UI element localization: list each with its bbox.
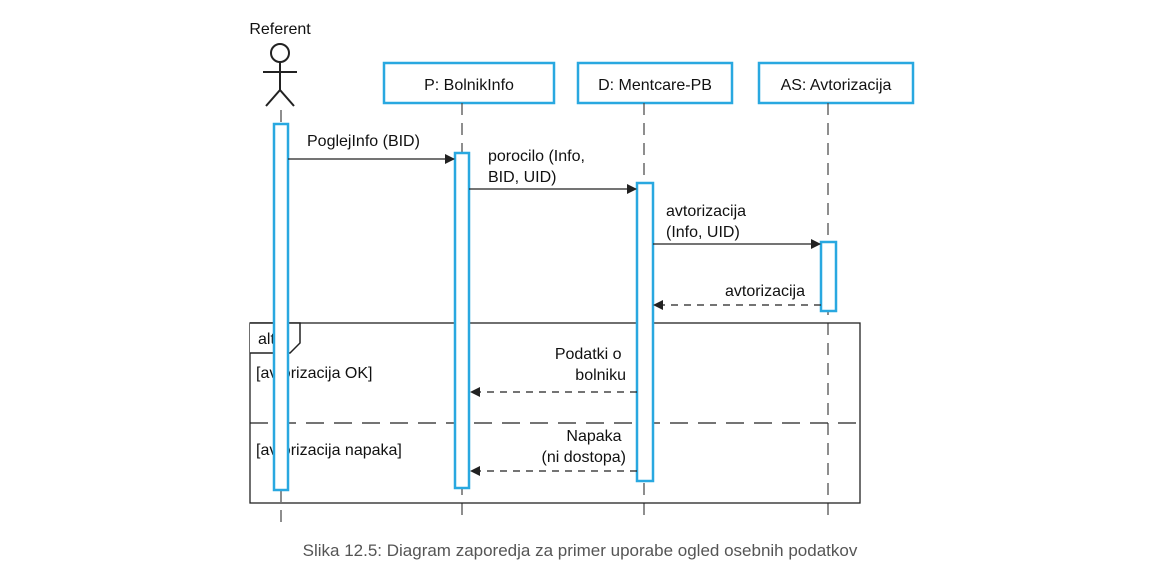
actor: Referent — [249, 21, 311, 107]
stick-figure-icon — [263, 43, 297, 107]
lifeline-header-mentcare: D: Mentcare-PB — [576, 61, 734, 105]
actor-name: Referent — [249, 21, 311, 38]
lifeline-label-mentcare: D: Mentcare-PB — [598, 77, 712, 94]
activation-bolnikinfo — [453, 151, 471, 490]
message-label-poglejinfo: PoglejInfo (BID) — [307, 133, 420, 150]
lifeline-header-avtorizacija: AS: Avtorizacija — [757, 61, 915, 105]
activation-mentcare — [635, 181, 655, 483]
activation-referent — [272, 122, 290, 492]
message-label-avtorizacija-request: avtorizacija (Info, UID) — [666, 203, 750, 241]
alt-guard-error: [avtorizacija napaka] — [256, 442, 402, 459]
lifeline-label-avtorizacija: AS: Avtorizacija — [781, 77, 892, 94]
lifeline-header-bolnikinfo: P: BolnikInfo — [382, 61, 556, 105]
message-label-napaka: Napaka (ni dostopa) — [542, 428, 627, 466]
message-label-podatki: Podatki o bolniku — [555, 346, 626, 384]
lifeline-label-bolnikinfo: P: BolnikInfo — [424, 77, 514, 94]
message-label-avtorizacija-return: avtorizacija — [725, 283, 805, 300]
alt-operator-label: alt — [258, 331, 275, 348]
activation-avtorizacija — [819, 240, 838, 313]
figure-caption: Slika 12.5: Diagram zaporedja za primer … — [303, 541, 858, 560]
message-label-porocilo: porocilo (Info, BID, UID) — [488, 148, 589, 186]
